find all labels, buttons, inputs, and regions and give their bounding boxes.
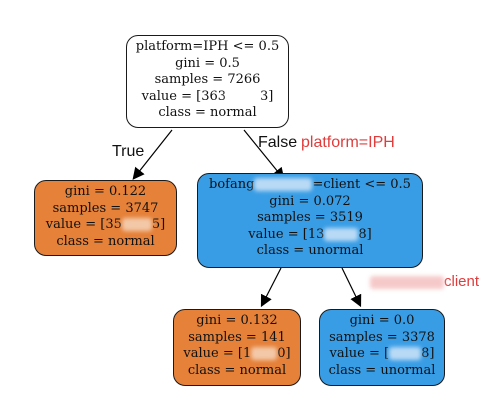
redaction-blur bbox=[226, 89, 261, 103]
edge-root-left bbox=[132, 129, 173, 180]
right-internal-node: bofang=client <= 0.5 gini = 0.072 sample… bbox=[197, 173, 423, 268]
edge-root-right bbox=[243, 129, 285, 180]
edge-label-true: True bbox=[112, 143, 145, 160]
annotation-platform: platform=IPH bbox=[301, 134, 395, 151]
right-left-class: class = normal bbox=[187, 362, 287, 378]
right-class: class = unormal bbox=[256, 243, 364, 258]
right-left-gini: gini = 0.132 bbox=[196, 313, 278, 328]
right-left-samples: samples = 141 bbox=[188, 329, 286, 345]
right-right-class: class = unormal bbox=[328, 362, 436, 378]
right-samples: samples = 3519 bbox=[257, 210, 363, 225]
right-right-leaf-node: gini = 0.0 samples = 3378 value = [8] cl… bbox=[319, 309, 445, 386]
root-gini: gini = 0.5 bbox=[175, 55, 240, 71]
left-gini: gini = 0.122 bbox=[64, 184, 147, 199]
redaction-blur bbox=[254, 178, 313, 191]
redaction-blur bbox=[121, 218, 152, 231]
right-right-gini: gini = 0.0 bbox=[349, 313, 415, 328]
annotation-client: client bbox=[370, 273, 479, 290]
root-condition: platform=IPH <= 0.5 bbox=[135, 39, 280, 54]
redaction-blur bbox=[370, 275, 444, 289]
root-node: platform=IPH <= 0.5 gini = 0.5 samples =… bbox=[126, 35, 289, 128]
redaction-blur bbox=[324, 227, 359, 241]
redaction-blur bbox=[251, 347, 278, 360]
edge-label-false: False bbox=[258, 134, 298, 151]
right-gini: gini = 0.072 bbox=[269, 193, 351, 209]
edge-right-left bbox=[260, 267, 282, 308]
left-class: class = normal bbox=[56, 233, 155, 249]
redaction-blur bbox=[389, 347, 422, 360]
right-condition: bofang=client <= 0.5 bbox=[209, 177, 411, 192]
root-samples: samples = 7266 bbox=[154, 72, 261, 87]
root-class: class = normal bbox=[158, 105, 257, 120]
right-right-samples: samples = 3378 bbox=[329, 329, 435, 345]
left-samples: samples = 3747 bbox=[52, 200, 159, 216]
edge-right-right bbox=[341, 267, 362, 308]
right-right-value: value = [8] bbox=[329, 346, 435, 361]
